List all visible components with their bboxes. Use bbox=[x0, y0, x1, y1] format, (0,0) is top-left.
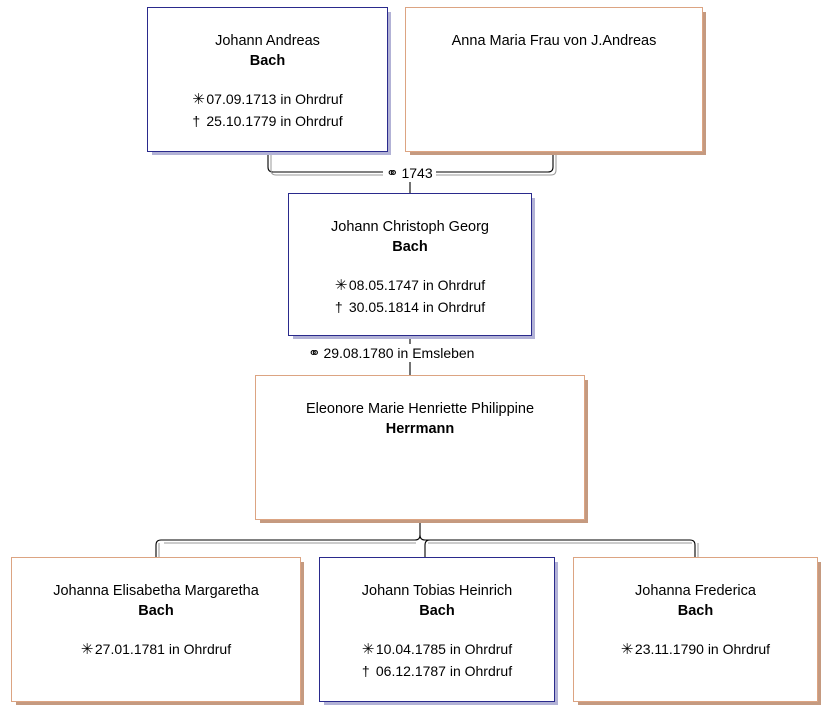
person-given-name: Johanna Elisabetha Margaretha bbox=[53, 583, 259, 599]
line-mother-to-marriage1 bbox=[432, 151, 554, 173]
line-sibling-drop-child2 bbox=[424, 539, 431, 557]
person-events: ✳23.11.1790 in Ohrdruf bbox=[621, 639, 770, 661]
birth-text: 23.11.1790 in Ohrdruf bbox=[634, 641, 771, 658]
person-events: ✳07.09.1713 in Ohrdruf † 25.10.1779 in Oh… bbox=[192, 89, 342, 131]
person-box-mother[interactable]: Anna Maria Frau von J.Andreas bbox=[405, 7, 703, 152]
line-shadow-father bbox=[270, 155, 390, 176]
death-line: † 06.12.1787 in Ohrdruf bbox=[362, 663, 512, 679]
line-father-to-marriage1 bbox=[267, 151, 390, 173]
person-box-son[interactable]: Johann Christoph Georg Bach ✳08.05.1747 … bbox=[288, 193, 532, 336]
birth-line: ✳23.11.1790 in Ohrdruf bbox=[621, 641, 771, 658]
death-icon: † bbox=[192, 112, 201, 129]
marriage-label-1: ⚭ 1743 bbox=[383, 164, 436, 182]
line-sibling-bar-joint bbox=[419, 534, 426, 541]
marriage-label-2: ⚭ 29.08.1780 in Emsleben bbox=[305, 344, 478, 362]
death-text: 06.12.1787 in Ohrdruf bbox=[375, 662, 513, 679]
death-line: † 30.05.1814 in Ohrdruf bbox=[335, 299, 485, 315]
death-text: 30.05.1814 in Ohrdruf bbox=[348, 298, 486, 315]
birth-text: 07.09.1713 in Ohrdruf bbox=[206, 91, 343, 108]
line-sibling-bar-right bbox=[425, 539, 696, 557]
birth-icon: ✳ bbox=[361, 641, 375, 659]
person-surname: Bach bbox=[392, 238, 428, 255]
birth-icon: ✳ bbox=[620, 641, 634, 659]
line-sibling-drop-child1 bbox=[155, 539, 162, 557]
marriage-date: 29.08.1780 in Emsleben bbox=[323, 345, 475, 361]
marriage-icon: ⚭ bbox=[308, 345, 321, 362]
person-surname: Bach bbox=[677, 602, 714, 619]
line-shadow-mother bbox=[432, 155, 557, 176]
person-surname: Herrmann bbox=[385, 420, 455, 437]
birth-line: ✳10.04.1785 in Ohrdruf bbox=[362, 641, 513, 658]
person-given-name: Johann Tobias Heinrich bbox=[361, 583, 513, 599]
person-box-child-1[interactable]: Johanna Elisabetha Margaretha Bach ✳27.0… bbox=[11, 557, 301, 702]
person-given-name: Johann Christoph Georg bbox=[331, 219, 489, 235]
birth-line: ✳27.01.1781 in Ohrdruf bbox=[81, 641, 232, 658]
birth-text: 08.05.1747 in Ohrdruf bbox=[348, 277, 486, 294]
birth-icon: ✳ bbox=[334, 277, 348, 295]
person-box-wife[interactable]: Eleonore Marie Henriette Philippine Herr… bbox=[255, 375, 585, 520]
person-surname: Bach bbox=[138, 602, 174, 619]
birth-line: ✳08.05.1747 in Ohrdruf bbox=[335, 277, 486, 294]
marriage-date: 1743 bbox=[401, 165, 433, 181]
birth-icon: ✳ bbox=[192, 91, 205, 109]
marriage-icon: ⚭ bbox=[386, 165, 399, 182]
birth-text: 27.01.1781 in Ohrdruf bbox=[94, 641, 232, 658]
death-text: 25.10.1779 in Ohrdruf bbox=[206, 112, 343, 129]
person-box-child-3[interactable]: Johanna Frederica Bach ✳23.11.1790 in Oh… bbox=[573, 557, 818, 702]
birth-icon: ✳ bbox=[80, 641, 94, 659]
death-icon: † bbox=[334, 298, 343, 315]
person-surname: Bach bbox=[419, 602, 455, 619]
person-given-name: Johanna Frederica bbox=[635, 583, 756, 599]
line-sibling-bar-left bbox=[161, 534, 421, 541]
birth-text: 10.04.1785 in Ohrdruf bbox=[375, 641, 513, 658]
person-events: ✳10.04.1785 in Ohrdruf † 06.12.1787 in Oh… bbox=[362, 639, 512, 681]
person-box-child-2[interactable]: Johann Tobias Heinrich Bach ✳10.04.1785 … bbox=[319, 557, 555, 702]
person-given-name: Eleonore Marie Henriette Philippine bbox=[305, 401, 535, 417]
death-icon: † bbox=[361, 662, 370, 679]
person-surname: Bach bbox=[249, 52, 286, 69]
person-events: ✳27.01.1781 in Ohrdruf bbox=[81, 639, 231, 661]
birth-line: ✳07.09.1713 in Ohrdruf bbox=[192, 91, 343, 108]
person-given-name: Anna Maria Frau von J.Andreas bbox=[451, 33, 657, 49]
person-given-name: Johann Andreas bbox=[215, 33, 320, 49]
person-box-father[interactable]: Johann Andreas Bach ✳07.09.1713 in Ohrdr… bbox=[147, 7, 388, 152]
person-events: ✳08.05.1747 in Ohrdruf † 30.05.1814 in Oh… bbox=[335, 275, 485, 317]
death-line: † 25.10.1779 in Ohrdruf bbox=[192, 113, 342, 129]
